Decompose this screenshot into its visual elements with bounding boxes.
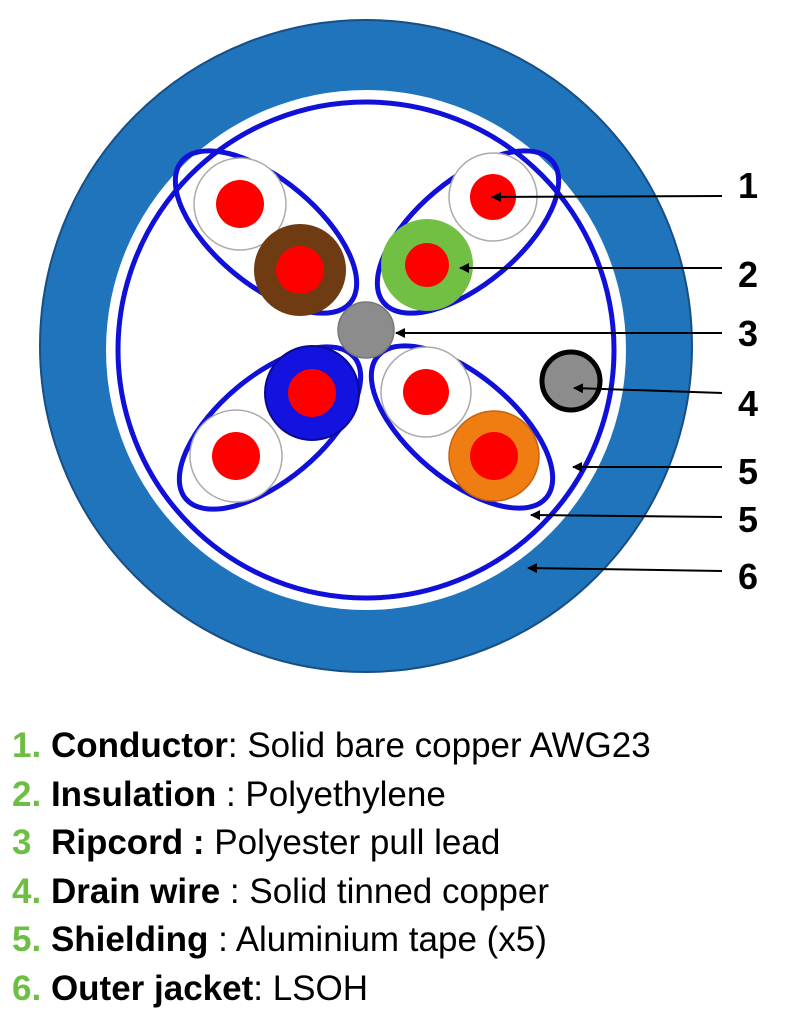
legend-number: 3	[12, 823, 42, 862]
legend-description: Polyester pull lead	[214, 823, 501, 862]
legend-number: 6.	[12, 968, 42, 1008]
conductor	[288, 369, 336, 417]
legend-number: 1.	[12, 726, 42, 765]
legend-term: Ripcord :	[50, 823, 205, 862]
callout-number: 4	[738, 383, 758, 424]
legend-item: 6. Outer jacket: LSOH	[12, 965, 651, 1014]
leader-line-4	[573, 383, 723, 394]
conductor	[276, 246, 324, 294]
pair-top-right	[374, 148, 562, 316]
legend-term: Drain wire	[50, 871, 221, 911]
component-legend: 1. Conductor: Solid bare copper AWG23 2.…	[12, 722, 651, 1013]
pair-shield	[172, 148, 360, 316]
legend-item: 3 Ripcord : Polyester pull lead	[12, 819, 651, 868]
legend-term: Conductor	[50, 726, 228, 765]
legend-separator: :	[216, 774, 246, 814]
callout-number: 6	[738, 556, 758, 597]
leader-line-5b	[530, 510, 723, 521]
callout-number: 1	[738, 165, 758, 206]
pair-bottom-right	[368, 343, 556, 511]
legend-description: Solid bare copper AWG23	[247, 726, 651, 765]
callout-number: 5	[738, 451, 758, 492]
legend-separator: :	[208, 920, 236, 959]
legend-separator	[205, 823, 215, 862]
legend-term: Outer jacket	[50, 968, 254, 1008]
legend-description: Solid tinned copper	[249, 871, 550, 911]
legend-number: 5.	[12, 920, 42, 959]
legend-separator: :	[220, 871, 250, 911]
legend-separator: :	[253, 968, 273, 1008]
drain-wire	[539, 349, 603, 413]
ripcord	[337, 301, 395, 359]
legend-description: LSOH	[272, 968, 369, 1008]
legend-item: 2. Insulation : Polyethylene	[12, 771, 651, 820]
callout-number: 5	[738, 499, 758, 540]
legend-description: Aluminium tape (x5)	[235, 920, 547, 959]
legend-item: 4. Drain wire : Solid tinned copper	[12, 868, 651, 917]
legend-number: 2.	[12, 774, 42, 814]
callout-number: 2	[738, 254, 758, 295]
conductor	[403, 369, 449, 415]
cable-cross-section-diagram: 1 2 3 4 5 5 6	[39, 19, 758, 673]
conductor	[405, 243, 449, 287]
callout-number: 3	[738, 313, 758, 354]
legend-item: 5. Shielding : Aluminium tape (x5)	[12, 916, 651, 965]
pair-shield	[176, 344, 364, 512]
legend-separator: :	[227, 726, 248, 765]
legend-term: Shielding	[50, 920, 209, 959]
legend-description: Polyethylene	[245, 774, 446, 814]
callout-lines	[395, 191, 723, 574]
pair-bottom-left	[176, 344, 364, 512]
legend-number: 4.	[12, 871, 42, 911]
legend-item: 1. Conductor: Solid bare copper AWG23	[12, 722, 651, 771]
legend-term: Insulation	[50, 774, 217, 814]
conductor	[212, 432, 260, 480]
leader-line-6	[527, 563, 723, 574]
pair-shield	[368, 343, 556, 511]
pair-shield	[374, 148, 562, 316]
conductor	[216, 180, 264, 228]
conductor	[470, 432, 518, 480]
callout-numbers: 1 2 3 4 5 5 6	[738, 165, 758, 597]
leader-line-1	[491, 191, 723, 202]
pair-top-left	[172, 148, 360, 316]
